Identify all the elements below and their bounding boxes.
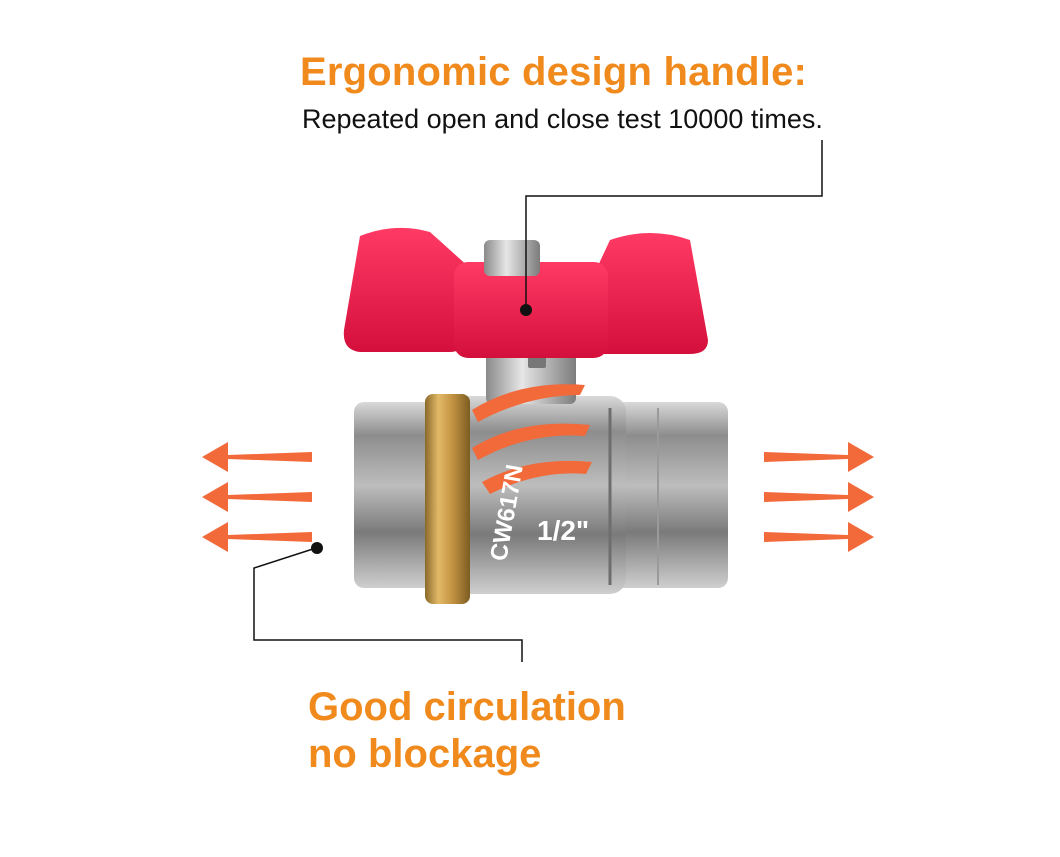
right-end-nut bbox=[610, 402, 728, 588]
handle-left-wing bbox=[343, 227, 470, 352]
callout-leaders bbox=[253, 140, 823, 662]
handle-callout-dot bbox=[520, 304, 532, 316]
swirl-arrow-icon bbox=[482, 460, 592, 494]
arrow-right-icon bbox=[764, 522, 874, 552]
right-flow-arrows bbox=[764, 442, 874, 552]
swirl-arrow-icon bbox=[472, 423, 590, 460]
handle-nut bbox=[484, 240, 540, 276]
butterfly-handle-icon bbox=[343, 227, 708, 358]
brass-ring bbox=[425, 394, 470, 604]
handle-feature-detail: Repeated open and close test 10000 times… bbox=[302, 104, 823, 134]
arrow-left-icon bbox=[202, 522, 312, 552]
swirl-arrow-icon bbox=[472, 384, 585, 422]
flow-swirl-arrows bbox=[472, 384, 592, 494]
flow-feature-line-1: Good circulation bbox=[308, 685, 626, 729]
body-markings: CW617N 1/2" bbox=[485, 462, 589, 563]
handle-leader-line bbox=[525, 140, 823, 310]
handle-feature-heading: Ergonomic design handle: bbox=[300, 50, 808, 94]
handle-right-wing bbox=[596, 233, 708, 354]
flow-leader-line bbox=[253, 547, 523, 662]
flow-feature-line-2: no blockage bbox=[308, 732, 542, 776]
flow-feature-heading: Good circulation no blockage bbox=[308, 684, 626, 778]
arrow-right-icon bbox=[764, 442, 874, 472]
left-flow-arrows bbox=[202, 442, 312, 552]
left-end-nut bbox=[354, 402, 436, 588]
arrow-left-icon bbox=[202, 442, 312, 472]
marking-size: 1/2" bbox=[537, 515, 589, 546]
arrow-left-icon bbox=[202, 482, 312, 512]
flow-callout-dot bbox=[311, 542, 323, 554]
arrow-right-icon bbox=[764, 482, 874, 512]
